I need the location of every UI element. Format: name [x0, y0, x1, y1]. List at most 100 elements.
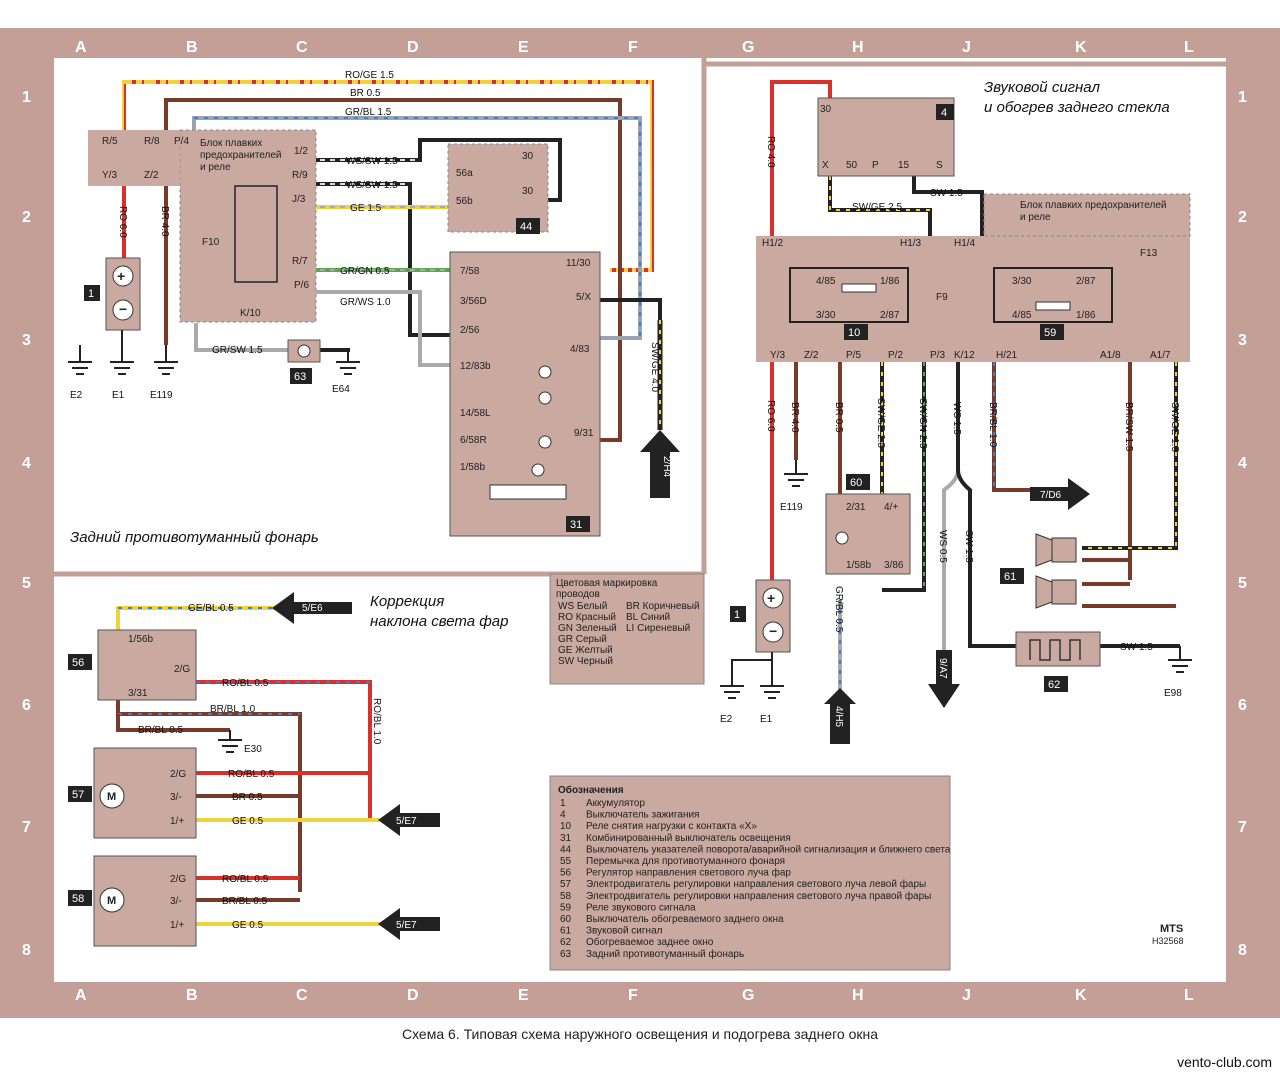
svg-text:H/21: H/21 — [996, 350, 1018, 361]
svg-text:6: 6 — [22, 697, 31, 714]
correction-wires — [116, 606, 380, 926]
relay-59-coil — [1035, 301, 1071, 311]
motor-58-icon — [99, 887, 125, 913]
ground-e1-label: E1 — [112, 390, 125, 401]
svg-text:SW/GE 2.5: SW/GE 2.5 — [852, 202, 902, 213]
svg-text:R/5: R/5 — [102, 136, 118, 147]
designation-number: 44 — [560, 844, 572, 855]
designation-text: Выключатель указателей поворота/аварийно… — [586, 843, 951, 855]
svg-text:BR/BL 0.5: BR/BL 0.5 — [222, 896, 268, 907]
svg-text:+: + — [767, 590, 775, 606]
svg-text:P/6: P/6 — [294, 280, 309, 291]
svg-text:E: E — [518, 987, 529, 1004]
fusebox-left — [179, 129, 317, 323]
svg-text:RO 4.0: RO 4.0 — [765, 136, 776, 168]
svg-text:4: 4 — [22, 455, 31, 472]
svg-text:RO 6.0: RO 6.0 — [117, 206, 128, 238]
fusebox-left-title3: и реле — [200, 162, 231, 173]
svg-text:56a: 56a — [456, 168, 473, 179]
designation-number: 60 — [560, 914, 572, 925]
designation-number: 55 — [560, 856, 572, 867]
svg-text:J: J — [962, 987, 971, 1004]
battery-left: + − 1 — [84, 257, 141, 331]
svg-text:WS 0.5: WS 0.5 — [937, 530, 948, 563]
designation-text: Аккумулятор — [586, 798, 645, 809]
svg-text:5: 5 — [1238, 575, 1247, 592]
designation-text: Регулятор направления светового луча фар — [586, 867, 791, 879]
svg-text:A1/8: A1/8 — [1100, 350, 1121, 361]
svg-text:BR/BL 1.0: BR/BL 1.0 — [210, 704, 256, 715]
svg-text:1: 1 — [1238, 89, 1247, 106]
svg-text:6: 6 — [1238, 697, 1247, 714]
ground-e1-right — [760, 660, 784, 699]
motor-58-m: M — [107, 895, 116, 907]
arrow-7d6 — [1030, 478, 1090, 510]
wire-sw15-window: SW 1.5 — [1120, 642, 1153, 653]
svg-text:SW/GN 2.5: SW/GN 2.5 — [917, 398, 928, 449]
designation-number: 56 — [560, 868, 572, 879]
svg-text:1/+: 1/+ — [170, 920, 184, 931]
svg-text:GE/BL 0.5: GE/BL 0.5 — [188, 603, 234, 614]
svg-text:Z/2: Z/2 — [144, 170, 159, 181]
designation-text: Реле снятия нагрузки с контакта «X» — [586, 821, 757, 832]
svg-text:RO/BL 0.5: RO/BL 0.5 — [222, 678, 269, 689]
right-wire-labels: RO 6.0 BR 4.0 BR 0.5 SW/GE 2.5 SW/GN 2.5… — [765, 398, 1180, 452]
fusebox-right-header — [983, 193, 1191, 237]
ground-e2-right — [720, 652, 773, 699]
designation-number: 62 — [560, 937, 572, 948]
label-61: 61 — [1004, 571, 1016, 583]
svg-text:RO 6.0: RO 6.0 — [765, 400, 776, 432]
title-horn-1: Звуковой сигнал — [984, 79, 1100, 96]
svg-text:8: 8 — [22, 942, 31, 959]
title-horn-2: и обогрев заднего стекла — [984, 99, 1170, 116]
svg-text:3/30: 3/30 — [816, 310, 836, 321]
relay-block-left — [234, 185, 278, 283]
svg-text:H: H — [852, 987, 864, 1004]
svg-text:GR/SW 1.5: GR/SW 1.5 — [212, 345, 263, 356]
svg-text:1: 1 — [734, 609, 740, 621]
ground-e1-right-label: E1 — [760, 714, 773, 725]
svg-text:RO/GE 1.5: RO/GE 1.5 — [345, 70, 394, 81]
svg-text:14/58L: 14/58L — [460, 408, 491, 419]
svg-text:12/83b: 12/83b — [460, 361, 491, 372]
arrow-2h4 — [640, 430, 680, 498]
arrow-5e6-label: 5/E6 — [302, 603, 323, 614]
arrow-2h4-label: 2/H4 — [661, 456, 672, 478]
signature-mts: MTS — [1160, 923, 1183, 935]
svg-text:SW/GE 2.5: SW/GE 2.5 — [875, 398, 886, 448]
svg-text:3/-: 3/- — [170, 896, 182, 907]
grid-columns-top: A B C D E F G H J K L — [75, 39, 1194, 56]
svg-text:A1/7: A1/7 — [1150, 350, 1171, 361]
label-60-box — [846, 474, 870, 490]
designation-text: Выключатель зажигания — [586, 810, 699, 821]
switch-31-rheostat — [489, 484, 567, 500]
label-61-box — [1000, 568, 1024, 584]
svg-text:P/4: P/4 — [174, 136, 189, 147]
heated-window-62 — [1015, 631, 1101, 667]
svg-text:2: 2 — [22, 209, 31, 226]
svg-text:3: 3 — [1238, 332, 1247, 349]
svg-text:E30: E30 — [244, 744, 262, 755]
svg-text:1: 1 — [22, 89, 31, 106]
svg-text:P: P — [872, 160, 879, 171]
svg-text:Y/3: Y/3 — [770, 350, 785, 361]
svg-text:4/83: 4/83 — [570, 344, 590, 355]
svg-text:Y/3: Y/3 — [102, 170, 117, 181]
label-56-box — [68, 654, 92, 670]
svg-text:8: 8 — [1238, 942, 1247, 959]
svg-text:SW 1.5: SW 1.5 — [930, 188, 963, 199]
svg-text:WS/SW 1.5: WS/SW 1.5 — [346, 180, 398, 191]
color-legend-entry: BL Синий — [626, 612, 670, 623]
fusebox-left-title1: Блок плавких — [200, 138, 262, 149]
motor-57-m: M — [107, 791, 116, 803]
color-legend — [549, 573, 705, 685]
arrow-9a7-label: 9/A7 — [937, 658, 948, 679]
label-31: 31 — [570, 519, 582, 531]
color-legend-entry: RO Красный — [558, 612, 616, 623]
arrow-5e6 — [272, 592, 352, 624]
designation-text: Электродвигатель регулировки направления… — [586, 890, 931, 902]
color-legend-title1: Цветовая маркировка — [556, 578, 658, 589]
designation-text: Реле звукового сигнала — [586, 902, 696, 913]
svg-text:F9: F9 — [936, 292, 948, 303]
svg-text:3/-: 3/- — [170, 792, 182, 803]
